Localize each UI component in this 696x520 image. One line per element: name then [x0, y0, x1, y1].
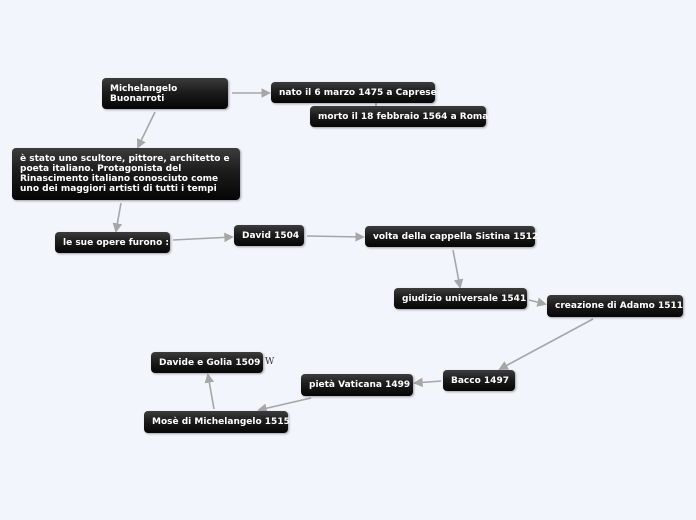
node-volta[interactable]: volta della cappella Sistina 1512: [365, 226, 539, 247]
node-creazione-label: creazione di Adamo 1511: [555, 301, 683, 311]
node-nato[interactable]: nato il 6 marzo 1475 a Caprese: [271, 82, 437, 103]
node-davide[interactable]: Davide e Golia 1509: [151, 352, 263, 373]
node-mose[interactable]: Mosè di Michelangelo 1515: [144, 411, 290, 433]
edge-pieta-mose: [257, 397, 312, 413]
node-opere[interactable]: le sue opere furono :: [55, 232, 170, 253]
node-giudizio-label: giudizio universale 1541: [402, 293, 527, 304]
edge-giudizio-creazione: [528, 297, 547, 307]
node-morto-label: morto il 18 febbraio 1564 a Roma: [318, 111, 489, 122]
edge-mose-davide: [204, 373, 215, 410]
node-opere-label: le sue opere furono :: [63, 237, 169, 248]
w-marker: W: [265, 357, 275, 367]
node-morto[interactable]: morto il 18 febbraio 1564 a Roma: [310, 106, 489, 127]
node-nato-label: nato il 6 marzo 1475 a Caprese: [279, 87, 437, 98]
edge-creazione-bacco: [498, 318, 594, 370]
edge-bacco-pieta: [413, 377, 442, 388]
edge-desc-opere: [112, 202, 123, 233]
node-mose-label: Mosè di Michelangelo 1515: [152, 417, 290, 427]
node-michelangelo-label: Michelangelo Buonarroti: [110, 83, 178, 104]
node-giudizio[interactable]: giudizio universale 1541: [394, 288, 527, 309]
node-pieta-label: pietà Vaticana 1499: [309, 380, 411, 390]
node-michelangelo[interactable]: Michelangelo Buonarroti: [102, 78, 228, 109]
node-bacco-label: Bacco 1497: [451, 375, 509, 386]
edge-david-volta: [306, 232, 365, 242]
node-descrizione-label: è stato uno scultore, pittore, architett…: [20, 154, 230, 194]
node-david[interactable]: David 1504: [234, 225, 304, 246]
edge-opere-david: [172, 232, 234, 243]
node-creazione[interactable]: creazione di Adamo 1511: [547, 295, 683, 317]
edge-michelangelo-desc: [137, 111, 156, 149]
node-davide-label: Davide e Golia 1509: [159, 357, 261, 368]
node-bacco[interactable]: Bacco 1497: [443, 370, 515, 391]
node-volta-label: volta della cappella Sistina 1512: [373, 231, 539, 242]
node-descrizione[interactable]: è stato uno scultore, pittore, architett…: [12, 148, 240, 200]
node-pieta[interactable]: pietà Vaticana 1499: [301, 374, 413, 396]
node-david-label: David 1504: [242, 230, 300, 241]
edge-volta-giudizio: [452, 249, 464, 289]
